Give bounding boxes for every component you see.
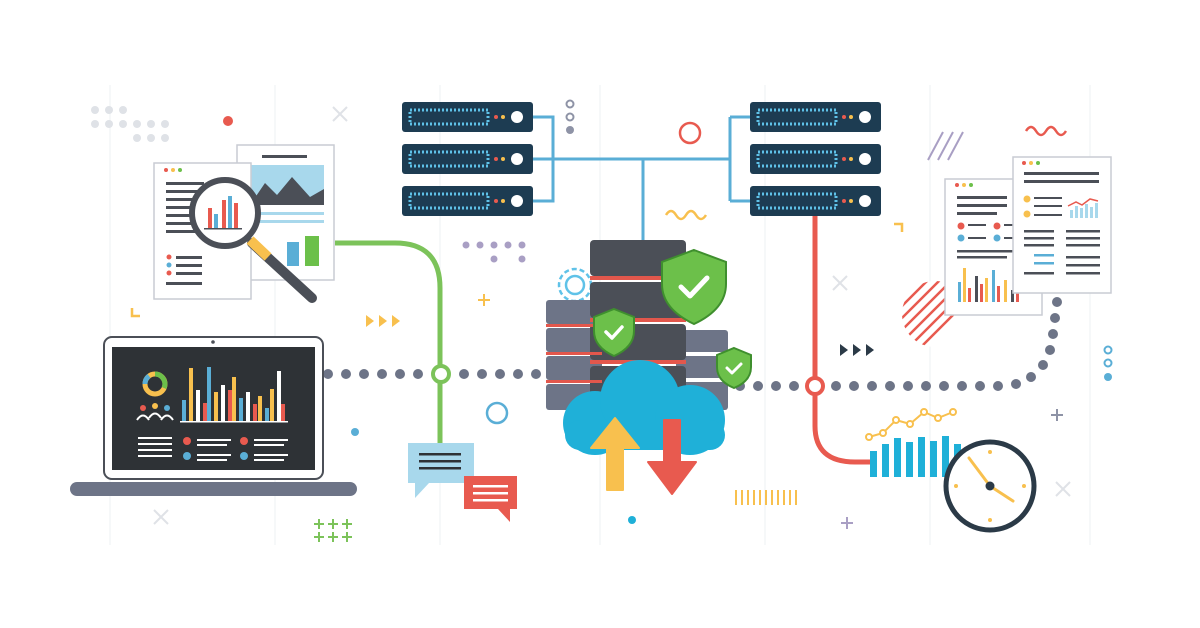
- green-node: [431, 364, 451, 384]
- donut-chart: [142, 371, 168, 397]
- server-rack-right: [750, 102, 881, 216]
- clock-icon: [943, 439, 1037, 533]
- shield-check-icon: [593, 307, 635, 358]
- magnifier-icon: [189, 177, 317, 303]
- blue-connectors: [533, 115, 750, 241]
- gear-icon: [557, 267, 593, 303]
- server-rack-icon: [750, 144, 881, 174]
- chat-bubble-icon: [464, 476, 517, 522]
- red-node: [805, 376, 825, 396]
- people-icons: [136, 403, 174, 421]
- upload-arrow-icon: [590, 417, 640, 491]
- red-connection-line: [812, 216, 875, 465]
- server-rack-icon: [750, 102, 881, 132]
- green-connection-line: [335, 240, 443, 448]
- server-rack-icon: [402, 102, 533, 132]
- document-icon: [1012, 156, 1112, 294]
- shield-check-icon: [661, 248, 727, 326]
- server-rack-left: [402, 102, 533, 216]
- download-arrow-icon: [647, 419, 697, 495]
- document-icon: [236, 144, 335, 281]
- server-rack-icon: [750, 186, 881, 216]
- bar-chart-icon: [865, 408, 961, 477]
- shield-check-icon: [716, 346, 752, 390]
- chat-bubble-icon: [408, 443, 474, 498]
- decorations: [91, 99, 1113, 542]
- server-rack-icon: [402, 186, 533, 216]
- laptop-icon: [70, 336, 357, 496]
- dotted-network-line-right: [735, 297, 1062, 391]
- bar-chart-icon: [180, 367, 288, 423]
- dotted-network-line-left: [323, 369, 541, 379]
- server-rack-icon: [402, 144, 533, 174]
